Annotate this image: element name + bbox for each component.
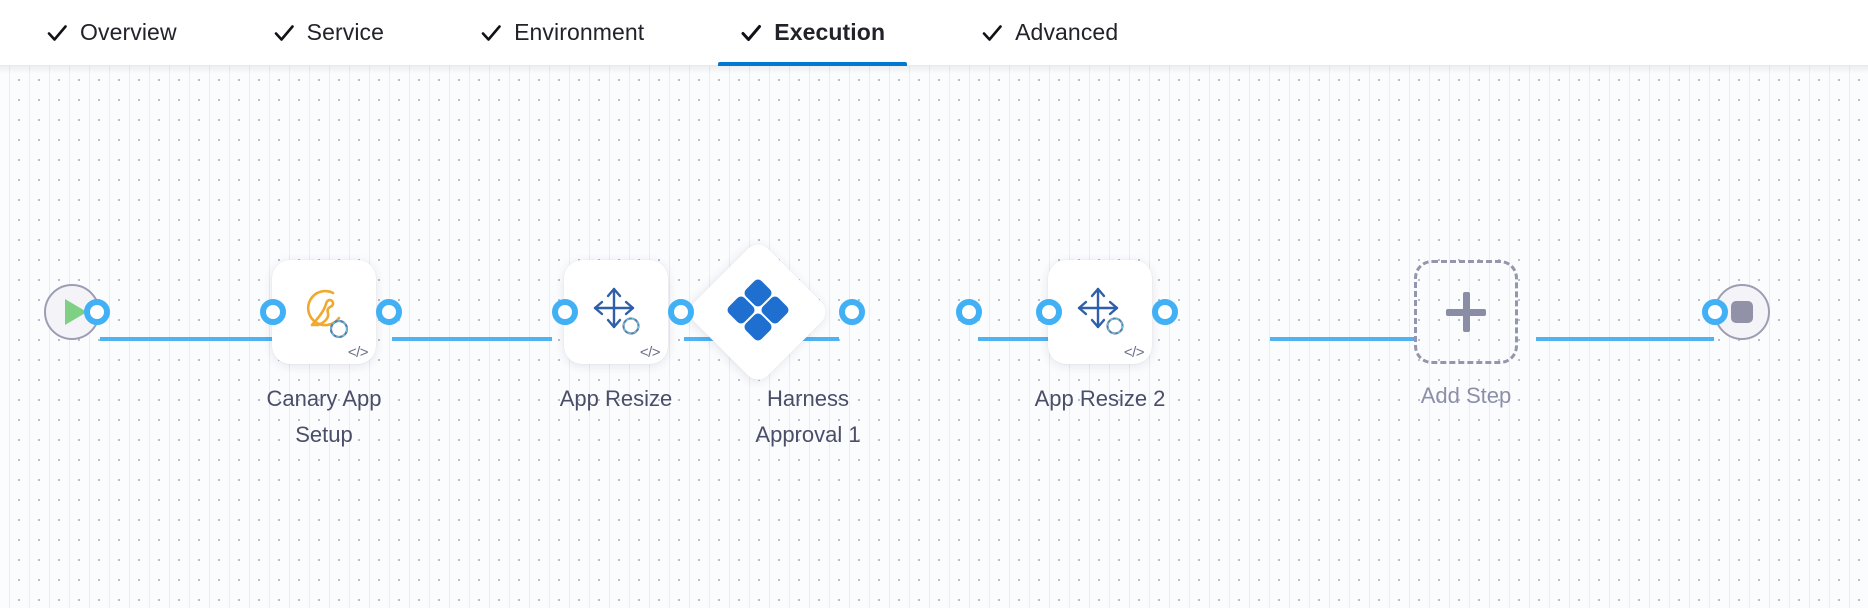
connector-dot-approval-out[interactable] xyxy=(956,299,982,325)
tab-advanced[interactable]: Advanced xyxy=(959,0,1140,66)
check-icon xyxy=(740,22,762,44)
edge-resize2-to-addstep xyxy=(1270,337,1415,341)
add-step-label: Add Step xyxy=(1420,383,1512,408)
step-card[interactable]: </> xyxy=(1048,260,1152,364)
connector-dot-start-out[interactable] xyxy=(84,299,110,325)
tab-overview-label: Overview xyxy=(80,19,177,45)
code-icon[interactable]: </> xyxy=(639,344,661,361)
resize-arrows-icon xyxy=(587,281,645,344)
play-icon xyxy=(64,299,87,325)
tab-underline xyxy=(251,62,406,66)
tab-execution-label: Execution xyxy=(774,19,886,45)
step-card[interactable]: </> xyxy=(272,260,376,364)
check-icon xyxy=(480,22,502,44)
step-node-app-resize-2[interactable]: </> xyxy=(1048,260,1152,364)
connector-dot-appresize-out[interactable] xyxy=(668,299,694,325)
approval-label-harness-approval-1: Harness Approval 1 xyxy=(755,386,861,447)
plus-icon xyxy=(1446,292,1486,332)
add-step-card[interactable] xyxy=(1414,260,1518,364)
step-node-canary-app-setup[interactable]: </> xyxy=(272,260,376,364)
pipeline-end-node[interactable] xyxy=(1714,284,1770,340)
tab-environment-label: Environment xyxy=(514,19,645,45)
connector-dot-appresize2-in[interactable] xyxy=(1036,299,1062,325)
resize-arrows-icon xyxy=(1071,281,1129,344)
pipeline-stage-tabs: Overview Service Environment Execution xyxy=(0,0,1868,66)
tab-active-underline xyxy=(718,61,908,66)
tab-overview[interactable]: Overview xyxy=(40,0,199,66)
tab-environment[interactable]: Environment xyxy=(458,0,666,66)
tab-underline xyxy=(40,62,199,66)
edge-addstep-to-end xyxy=(1536,337,1714,341)
edge-canary-to-appresize xyxy=(392,337,552,341)
stop-icon xyxy=(1731,301,1753,323)
end-node-circle[interactable] xyxy=(1714,284,1770,340)
tab-execution[interactable]: Execution xyxy=(718,0,908,66)
harness-logo-icon xyxy=(727,279,789,342)
tab-underline xyxy=(458,62,666,66)
approval-node-harness-approval-1[interactable] xyxy=(684,238,832,386)
tab-service-label: Service xyxy=(306,19,385,45)
edge-start-to-canary xyxy=(100,337,272,341)
connector-dot-end-in[interactable] xyxy=(1702,299,1728,325)
tanzu-bird-icon xyxy=(293,279,355,346)
connector-dot-canary-out[interactable] xyxy=(376,299,402,325)
step-label-canary-app-setup: Canary App Setup xyxy=(266,386,382,447)
tab-service[interactable]: Service xyxy=(251,0,406,66)
code-icon[interactable]: </> xyxy=(347,344,369,361)
connector-dot-canary-in[interactable] xyxy=(260,299,286,325)
code-icon[interactable]: </> xyxy=(1123,344,1145,361)
add-step-node[interactable] xyxy=(1414,260,1518,364)
connector-dot-appresize2-out[interactable] xyxy=(1152,299,1178,325)
check-icon xyxy=(273,22,295,44)
connector-dot-appresize-in[interactable] xyxy=(552,299,578,325)
approval-diamond[interactable] xyxy=(684,238,832,386)
pipeline-canvas[interactable]: </> Canary App Setup xyxy=(0,66,1868,608)
step-label-app-resize: App Resize xyxy=(559,386,673,411)
tab-underline xyxy=(959,62,1140,66)
check-icon xyxy=(46,22,68,44)
step-card[interactable]: </> xyxy=(564,260,668,364)
connector-dot-approval-in[interactable] xyxy=(839,299,865,325)
check-icon xyxy=(981,22,1003,44)
step-label-app-resize-2: App Resize 2 xyxy=(1034,386,1166,411)
step-node-app-resize[interactable]: </> xyxy=(564,260,668,364)
tab-advanced-label: Advanced xyxy=(1015,19,1119,45)
